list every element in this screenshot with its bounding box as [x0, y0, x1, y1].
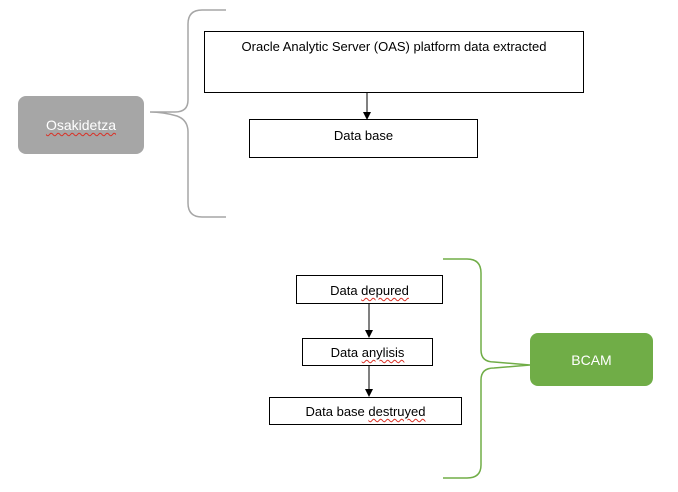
data-depured-node: Data depured: [296, 275, 443, 304]
oas-extraction-node: Oracle Analytic Server (OAS) platform da…: [204, 31, 584, 93]
database-node: Data base: [249, 119, 478, 158]
data-base-destruyed-text-a: Data base: [305, 404, 369, 419]
data-base-destruyed-node: Data base destruyed: [269, 397, 462, 425]
data-anylisis-node: Data anylisis: [302, 338, 433, 366]
data-depured-text-b: depured: [361, 283, 409, 298]
data-anylisis-text-b: anylisis: [361, 345, 405, 360]
arrowhead-depured-to-anylisis: [365, 330, 373, 338]
arrowhead-oas-to-database: [363, 112, 371, 120]
oas-extraction-node-text: Oracle Analytic Server (OAS) platform da…: [241, 39, 547, 54]
bcam-label-text: BCAM: [571, 351, 612, 368]
arrowhead-anylisis-to-destruyed: [365, 389, 373, 397]
osakidetza-label: Osakidetza: [18, 96, 144, 154]
bcam-label: BCAM: [530, 333, 653, 386]
data-base-destruyed-text-b: destruyed: [368, 404, 426, 419]
bcam-brace: [443, 258, 531, 479]
osakidetza-brace: [149, 9, 226, 218]
data-anylisis-text-a: Data: [330, 345, 362, 360]
database-node-text: Data base: [333, 128, 394, 143]
osakidetza-label-text: Osakidetza: [45, 117, 117, 133]
data-depured-text-a: Data: [330, 283, 362, 298]
